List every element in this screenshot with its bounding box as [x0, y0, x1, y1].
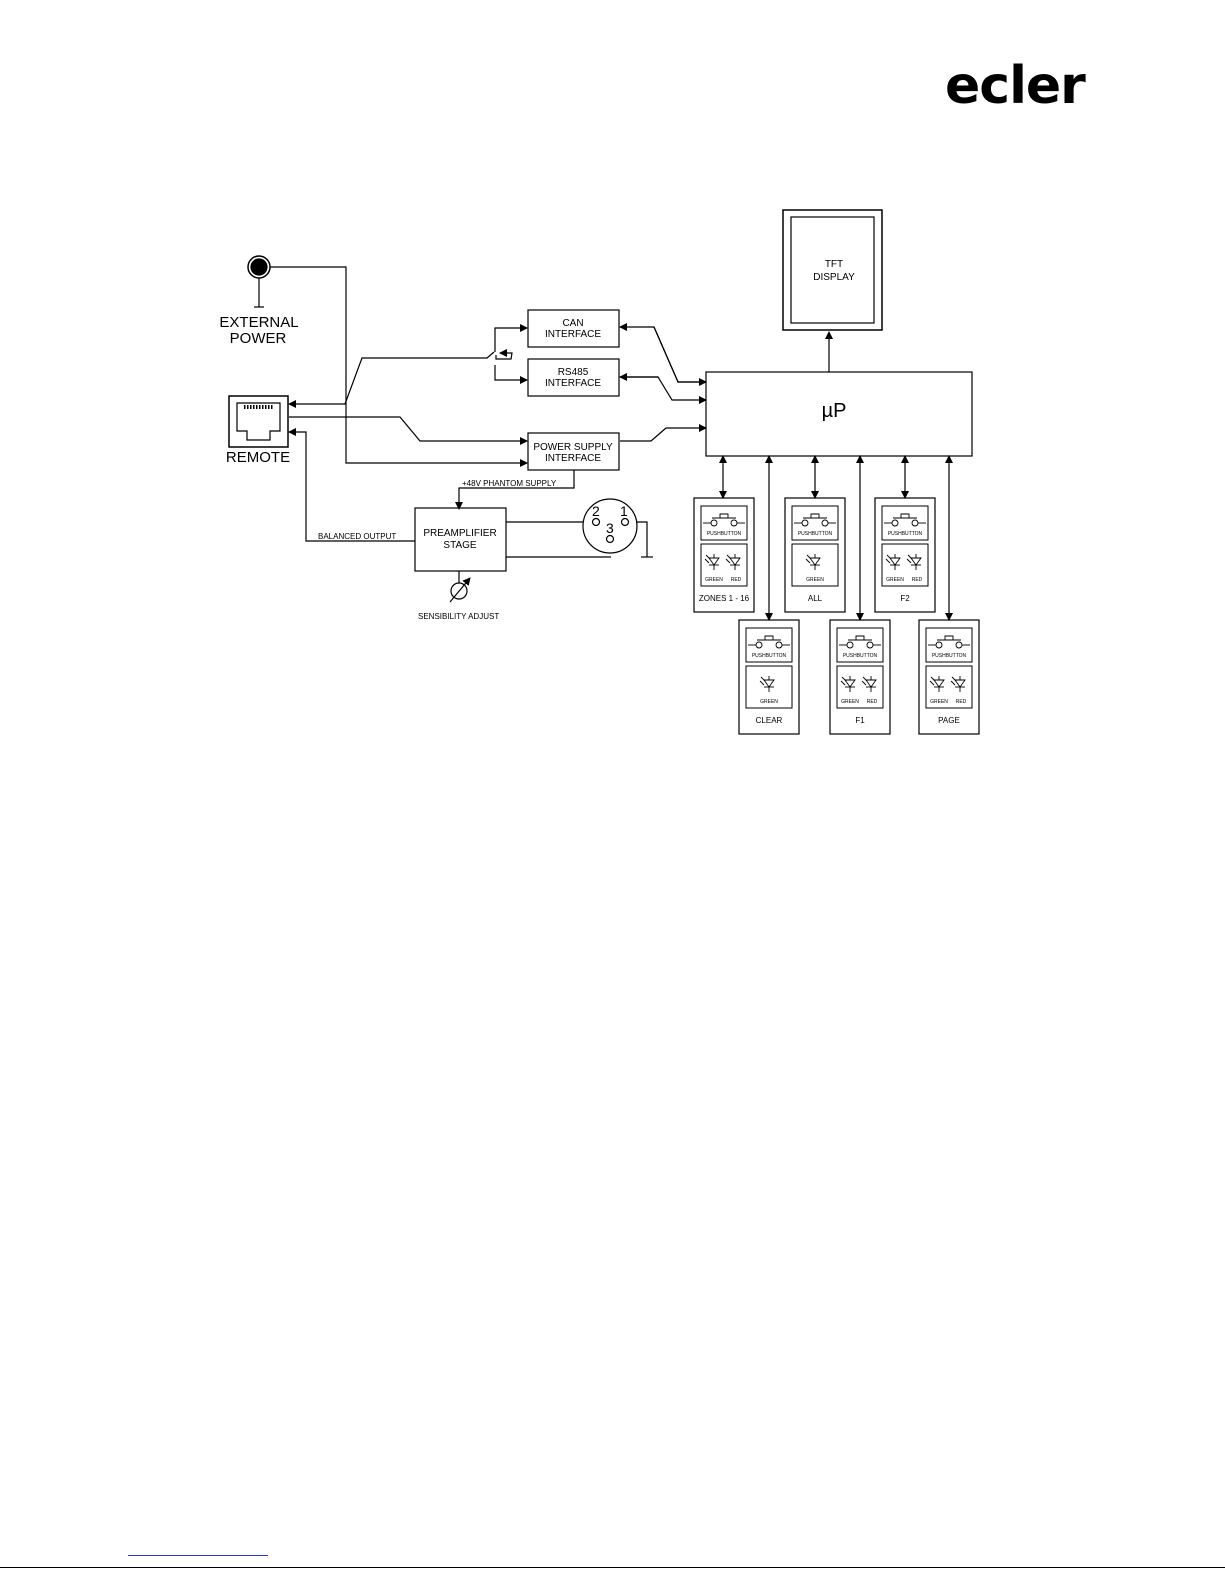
pushbutton-box	[881, 505, 929, 541]
preamplifier-label-line1: PREAMPLIFIER	[423, 528, 496, 539]
led-icon	[840, 676, 856, 692]
tft-display-label-line1: TFT	[825, 259, 843, 270]
pushbutton-box	[791, 505, 839, 541]
module-label: F1	[855, 716, 865, 725]
led-label-red: RED	[912, 577, 923, 583]
xlr-pin-3: 3	[606, 520, 614, 536]
led-box	[700, 543, 748, 587]
ecler-logo: ecler	[945, 56, 1086, 116]
module-frame	[784, 497, 846, 613]
led-box	[881, 543, 929, 587]
module-panel: PUSHBUTTON GREEN RED PAGE	[918, 619, 980, 735]
pushbutton-label: PUSHBUTTON	[798, 531, 833, 537]
pushbutton-label: PUSHBUTTON	[932, 653, 967, 659]
preamplifier-label-line2: STAGE	[443, 540, 476, 551]
sensibility-adjust-icon	[449, 571, 471, 603]
led-label-green: GREEN	[886, 577, 904, 583]
led-label-red: RED	[956, 699, 967, 705]
led-box	[745, 665, 793, 709]
xlr-pin-1: 1	[620, 503, 628, 519]
module-panel: PUSHBUTTON GREEN CLEAR	[738, 619, 800, 735]
module-frame	[874, 497, 936, 613]
module-panel: PUSHBUTTON GREEN RED ZONES 1 - 16	[693, 497, 755, 613]
tft-display-screen	[790, 216, 875, 324]
led-label-green: GREEN	[806, 577, 824, 583]
power-supply-interface-label-line1: POWER SUPPLY	[533, 442, 613, 453]
module-frame	[693, 497, 755, 613]
led-label-red: RED	[731, 577, 742, 583]
led-label-green: GREEN	[841, 699, 859, 705]
footer-rule	[0, 1567, 1225, 1568]
led-icon	[805, 554, 821, 570]
balanced-output-label: BALANCED OUTPUT	[318, 532, 396, 541]
pushbutton-icon	[928, 635, 970, 649]
can-interface-label-line1: CAN	[562, 318, 583, 329]
external-power-label-line2: POWER	[230, 330, 287, 347]
remote-label: REMOTE	[226, 449, 290, 466]
led-box	[925, 665, 973, 709]
labels: EXTERNAL POWER REMOTE CAN INTERFACE RS48…	[219, 259, 855, 621]
rs485-interface-label-line1: RS485	[558, 367, 589, 378]
pushbutton-label: PUSHBUTTON	[888, 531, 923, 537]
pushbutton-icon	[703, 513, 745, 527]
module-frame	[829, 619, 891, 735]
pushbutton-icon	[794, 513, 836, 527]
led-label-green: GREEN	[760, 699, 778, 705]
pushbutton-label: PUSHBUTTON	[707, 531, 742, 537]
pushbutton-label: PUSHBUTTON	[843, 653, 878, 659]
microprocessor-label: µP	[822, 400, 847, 422]
module-panel: PUSHBUTTON GREEN RED F2	[874, 497, 936, 613]
module-label: CLEAR	[756, 716, 783, 725]
module-label: ZONES 1 - 16	[699, 594, 750, 603]
led-icon	[885, 554, 901, 570]
pushbutton-box	[925, 627, 973, 663]
preamplifier-stage-box	[414, 507, 507, 572]
tft-display-frame	[782, 209, 883, 331]
led-label-red: RED	[867, 699, 878, 705]
phantom-supply-label: +48V PHANTOM SUPPLY	[462, 479, 557, 488]
module-panel: PUSHBUTTON GREEN RED F1	[829, 619, 891, 735]
led-icon	[929, 676, 945, 692]
pushbutton-box	[700, 505, 748, 541]
module-frame	[918, 619, 980, 735]
power-supply-interface-label-line2: INTERFACE	[545, 453, 601, 464]
module-panel: PUSHBUTTON GREEN ALL	[784, 497, 846, 613]
pushbutton-icon	[748, 635, 790, 649]
led-label-green: GREEN	[705, 577, 723, 583]
external-power-jack-icon	[247, 255, 271, 308]
tft-display-label-line2: DISPLAY	[813, 272, 855, 283]
led-icon	[725, 554, 741, 570]
led-box	[791, 543, 839, 587]
rs485-interface-label-line2: INTERFACE	[545, 378, 601, 389]
led-icon	[906, 554, 922, 570]
xlr-pin-2: 2	[592, 503, 600, 519]
module-frame	[738, 619, 800, 735]
microprocessor-box	[705, 371, 973, 457]
pushbutton-icon	[884, 513, 926, 527]
module-label: PAGE	[938, 716, 960, 725]
footer-link-underline[interactable]	[128, 1555, 268, 1556]
can-interface-label-line2: INTERFACE	[545, 329, 601, 340]
led-icon	[704, 554, 720, 570]
pushbutton-label: PUSHBUTTON	[752, 653, 787, 659]
module-label: ALL	[808, 594, 823, 603]
led-icon	[861, 676, 877, 692]
pushbutton-icon	[839, 635, 881, 649]
external-power-label-line1: EXTERNAL	[219, 314, 298, 331]
led-label-green: GREEN	[930, 699, 948, 705]
xlr-connector-icon	[582, 498, 653, 558]
led-icon	[759, 676, 775, 692]
led-box	[836, 665, 884, 709]
pushbutton-box	[745, 627, 793, 663]
pushbutton-box	[836, 627, 884, 663]
module-label: F2	[900, 594, 910, 603]
sensibility-adjust-label: SENSIBILITY ADJUST	[418, 612, 499, 621]
rj45-connector-icon	[228, 395, 289, 448]
led-icon	[950, 676, 966, 692]
